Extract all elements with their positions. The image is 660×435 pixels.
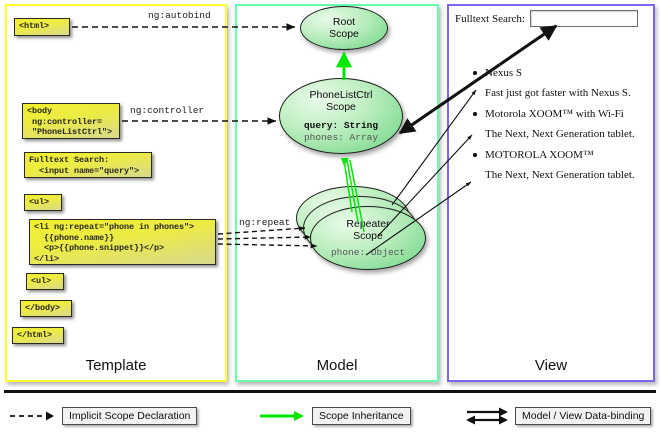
view-content: Fulltext Search: Nexus S Fast just got f… bbox=[455, 10, 651, 182]
scope-prop-phone: phone: Object bbox=[330, 246, 406, 258]
scope-phonelistctrl: PhoneListCtrl Scope query: String phones… bbox=[279, 78, 403, 154]
code-box-ul-close: <ul> bbox=[26, 273, 64, 290]
legend-item-implicit-scope-declaration: Implicit Scope Declaration bbox=[8, 398, 198, 434]
legend-item-model-view-data-binding: Model / View Data-binding bbox=[465, 398, 652, 434]
scope-phonelistctrl-title: PhoneListCtrl Scope bbox=[309, 89, 373, 113]
legend-label-implicit-scope-declaration: Implicit Scope Declaration bbox=[62, 407, 198, 425]
scope-prop-query: query: String bbox=[303, 120, 379, 131]
column-label-template: Template bbox=[85, 357, 147, 374]
legend-divider bbox=[4, 390, 656, 393]
bullet-icon bbox=[473, 71, 477, 75]
scope-prop-phones: phones: Array bbox=[303, 131, 379, 143]
legend-item-scope-inheritance: Scope Inheritance bbox=[258, 398, 411, 434]
bullet-icon bbox=[473, 112, 477, 116]
legend-label-scope-inheritance: Scope Inheritance bbox=[312, 407, 411, 425]
edge-label-ng-autobind: ng:autobind bbox=[148, 10, 211, 21]
view-search-row: Fulltext Search: bbox=[455, 10, 651, 27]
double-head-arrow-icon bbox=[466, 407, 508, 425]
legend-label-model-view-data-binding: Model / View Data-binding bbox=[515, 407, 652, 425]
scope-root-title: Root Scope bbox=[329, 16, 359, 40]
scope-repeater: Repeater Scope phone: Object bbox=[310, 206, 426, 270]
edge-label-ng-repeat: ng:repeat bbox=[239, 217, 291, 228]
phone-snippet: The Next, Next Generation tablet. bbox=[485, 128, 635, 140]
code-box-search: Fulltext Search: <input name="query"> bbox=[24, 152, 152, 178]
code-box-ul-open: <ul> bbox=[24, 194, 62, 211]
scope-repeater-title: Repeater Scope bbox=[346, 217, 390, 242]
column-template: Template bbox=[5, 4, 227, 382]
legend: Implicit Scope Declaration Scope Inherit… bbox=[0, 398, 660, 434]
solid-green-arrow-icon bbox=[260, 411, 304, 421]
phone-name: Nexus S bbox=[485, 67, 522, 79]
phone-list: Nexus S Fast just got faster with Nexus … bbox=[455, 67, 651, 182]
code-box-html-close: </html> bbox=[12, 327, 64, 344]
phone-name: Motorola XOOM™ with Wi-Fi bbox=[485, 108, 624, 120]
list-item[interactable]: Nexus S Fast just got faster with Nexus … bbox=[455, 67, 651, 100]
code-box-li-repeat: <li ng:repeat="phone in phones"> {{phone… bbox=[29, 219, 216, 265]
edge-label-ng-controller: ng:controller bbox=[130, 105, 205, 116]
dashed-arrow-icon bbox=[10, 411, 54, 421]
column-label-model: Model bbox=[316, 357, 358, 374]
bullet-icon bbox=[473, 153, 477, 157]
search-input[interactable] bbox=[529, 10, 638, 27]
phone-snippet: Fast just got faster with Nexus S. bbox=[485, 87, 631, 99]
code-box-body-close: </body> bbox=[20, 300, 72, 317]
phone-snippet: The Next, Next Generation tablet. bbox=[485, 169, 635, 181]
column-label-view: View bbox=[534, 357, 568, 374]
list-item[interactable]: Motorola XOOM™ with Wi-Fi The Next, Next… bbox=[455, 108, 651, 141]
scope-root: Root Scope bbox=[300, 6, 388, 50]
list-item[interactable]: MOTOROLA XOOM™ The Next, Next Generation… bbox=[455, 149, 651, 182]
code-box-html-open: <html> bbox=[14, 18, 70, 36]
phone-name: MOTOROLA XOOM™ bbox=[485, 149, 594, 161]
view-search-label: Fulltext Search: bbox=[455, 12, 525, 25]
code-box-body-open: <body ng:controller= "PhoneListCtrl"> bbox=[22, 103, 120, 139]
